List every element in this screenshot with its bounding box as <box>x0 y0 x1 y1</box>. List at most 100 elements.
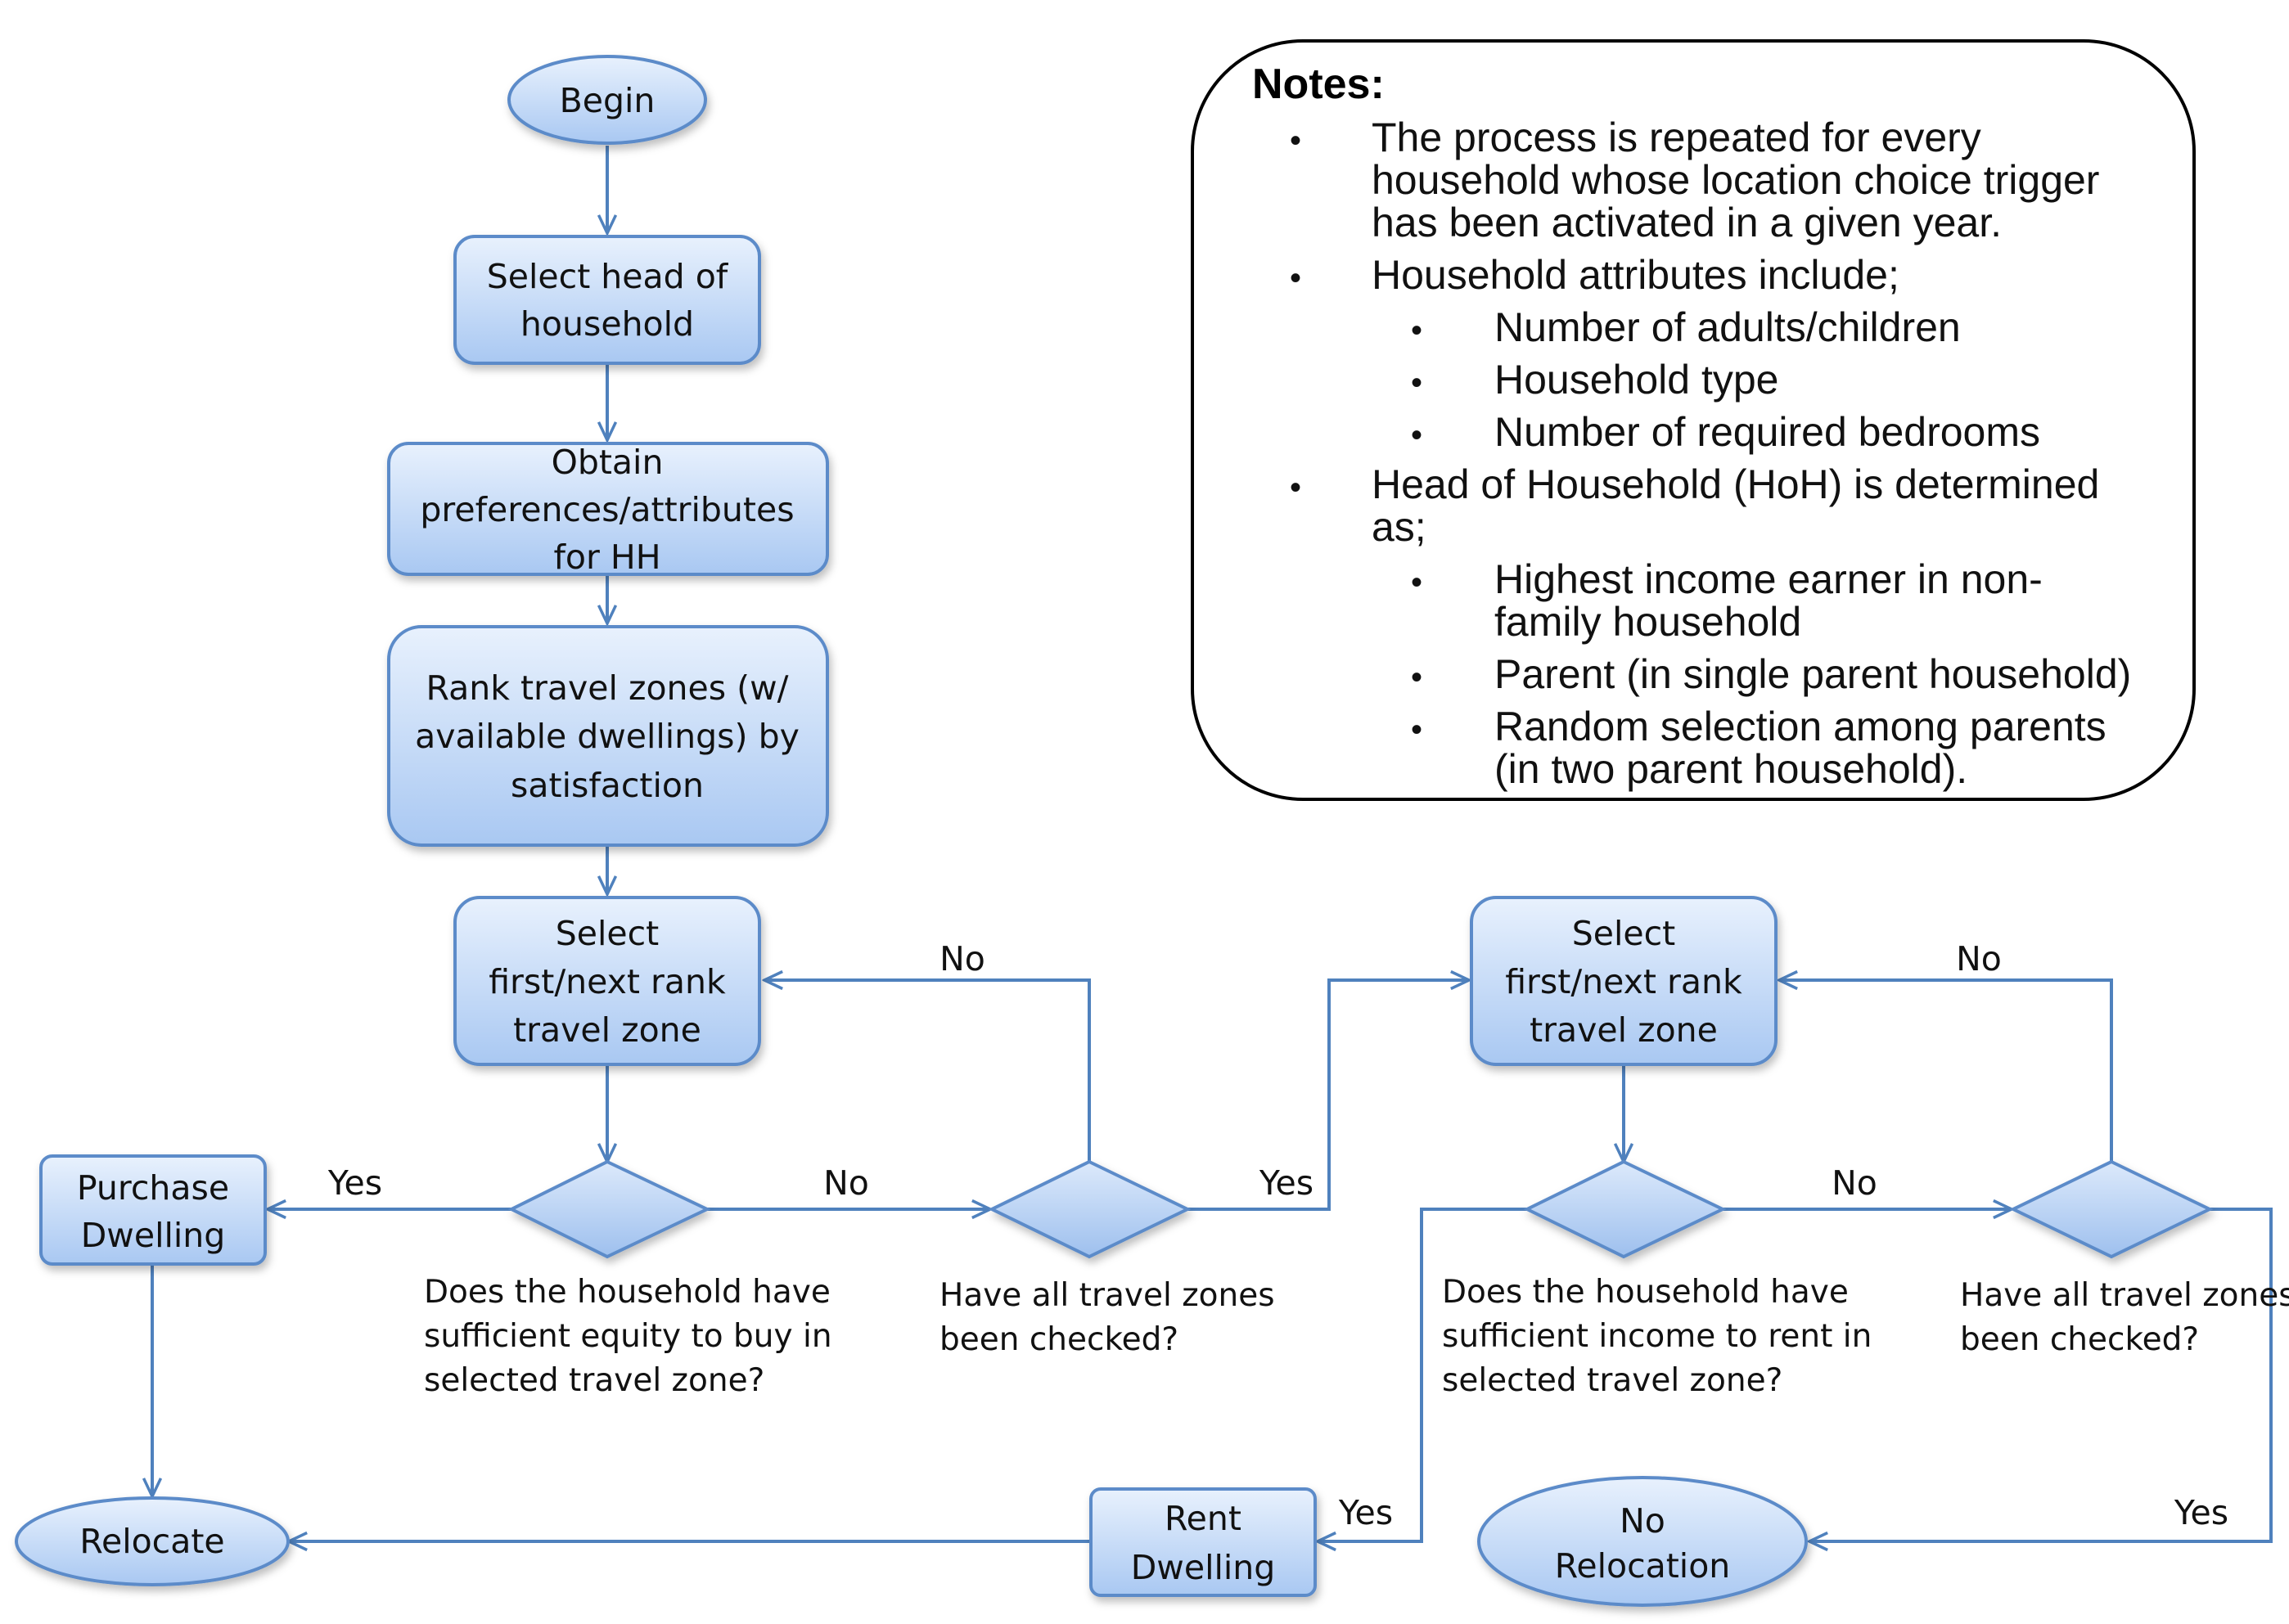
notes-item-6-line-1: Head of Household (HoH) is determined <box>1372 461 2099 507</box>
notes-bullet-icon: • <box>1411 365 1422 401</box>
begin-ellipse <box>507 55 707 145</box>
no-relocation-node[interactable]: No Relocation <box>1477 1476 1808 1607</box>
notes-item-6-line-2: as; <box>1372 504 1426 550</box>
obtain-line-3: for HH <box>553 538 660 577</box>
label-checked-rent-no: No <box>1956 939 2002 978</box>
rank-line-3: satisfaction <box>511 766 704 805</box>
checked-rent-question-line-2: been checked? <box>1960 1321 2199 1358</box>
edge-labels: Yes No No Yes No No Yes Yes <box>327 939 2228 1532</box>
obtain-preferences-box <box>387 442 829 576</box>
select-zone-buy-line-3: travel zone <box>513 1010 701 1050</box>
notes-bullet-icon: • <box>1411 417 1422 453</box>
rent-line-2: Dwelling <box>1131 1548 1276 1587</box>
notes-bullet-icon: • <box>1290 123 1301 159</box>
equity-question-line-3: selected travel zone? <box>424 1362 764 1399</box>
obtain-line-1: Obtain <box>552 443 664 482</box>
relocate-label: Relocate <box>79 1522 224 1561</box>
begin-node[interactable]: Begin <box>507 55 707 145</box>
label-income-no: No <box>1832 1163 1877 1203</box>
checked-buy-question-line-2: been checked? <box>939 1321 1178 1358</box>
rank-line-1: Rank travel zones (w/ <box>426 668 789 708</box>
notes-item-5-line-1: Number of required bedrooms <box>1494 409 2040 455</box>
all-checked-buy-diamond <box>988 1159 1192 1259</box>
notes-item-4-line-1: Household type <box>1494 357 1778 403</box>
income-question-line-3: selected travel zone? <box>1442 1362 1782 1399</box>
rent-line-1: Rent <box>1165 1499 1241 1538</box>
label-checked-buy-yes: Yes <box>1259 1163 1313 1203</box>
equity-question-line-1: Does the household have <box>424 1274 831 1311</box>
rent-dwelling-node[interactable]: Rent Dwelling <box>1089 1487 1317 1597</box>
notes-bullet-icon: • <box>1290 470 1301 506</box>
label-checked-rent-yes: Yes <box>2174 1493 2228 1532</box>
notes-item-1-line-2: household whose location choice trigger <box>1372 157 2099 203</box>
no-relocation-line-1: No <box>1620 1501 1665 1541</box>
rank-line-2: available dwellings) by <box>415 717 800 756</box>
select-zone-rent-line-3: travel zone <box>1530 1010 1718 1050</box>
select-head-line-1: Select head of <box>487 257 729 296</box>
equity-question-line-2: sufficient equity to buy in <box>424 1318 832 1355</box>
label-checked-buy-no: No <box>939 939 985 978</box>
income-question-line-2: sufficient income to rent in <box>1442 1318 1872 1355</box>
select-zone-rent-line-2: first/next rank <box>1505 962 1742 1001</box>
edge-checked-buy-no-loop <box>764 980 1091 1162</box>
all-checked-buy-decision[interactable]: Have all travel zones been checked? <box>939 1159 1275 1358</box>
notes-item-1-line-3: has been activated in a given year. <box>1372 200 2002 245</box>
obtain-preferences-node[interactable]: Obtain preferences/attributes for HH <box>387 442 829 577</box>
notes-bullet-icon: • <box>1411 313 1422 349</box>
equity-decision[interactable]: Does the household have sufficient equit… <box>424 1159 832 1399</box>
checked-rent-question-line-1: Have all travel zones <box>1960 1277 2289 1314</box>
select-head-node[interactable]: Select head of household <box>453 235 761 365</box>
notes-item-2-line-1: Household attributes include; <box>1372 252 1899 298</box>
purchase-line-2: Dwelling <box>81 1216 226 1255</box>
purchase-dwelling-node[interactable]: Purchase Dwelling <box>39 1154 267 1266</box>
select-zone-buy-line-1: Select <box>556 914 659 953</box>
edge-checked-rent-yes-to-no-relocation <box>1809 1208 2273 1541</box>
select-head-line-2: household <box>520 304 694 344</box>
notes-item-8-line-1: Parent (in single parent household) <box>1494 651 2131 697</box>
label-equity-yes: Yes <box>327 1163 382 1203</box>
purchase-dwelling-box <box>39 1154 267 1266</box>
edge-income-yes-to-rent <box>1318 1208 1527 1541</box>
label-income-yes: Yes <box>1338 1493 1393 1532</box>
no-relocation-ellipse <box>1477 1476 1808 1607</box>
income-decision[interactable]: Does the household have sufficient incom… <box>1442 1159 1872 1399</box>
label-equity-no: No <box>823 1163 869 1203</box>
all-checked-rent-diamond <box>2009 1159 2214 1259</box>
select-head-box <box>453 235 761 365</box>
notes-item-9-line-2: (in two parent household). <box>1494 746 1967 792</box>
notes-bullet-icon: • <box>1411 659 1422 695</box>
notes-box <box>1191 39 2196 801</box>
select-zone-rent-line-1: Select <box>1572 914 1675 953</box>
notes-item-7-line-1: Highest income earner in non- <box>1494 556 2043 602</box>
income-question-line-1: Does the household have <box>1442 1274 1849 1311</box>
notes-panel: Notes: • The process is repeated for ever… <box>1191 39 2196 801</box>
notes-item-1-line-1: The process is repeated for every <box>1372 115 1981 160</box>
no-relocation-line-2: Relocation <box>1555 1546 1731 1586</box>
relocate-ellipse <box>15 1496 290 1586</box>
begin-label: Begin <box>560 81 656 120</box>
notes-title: Notes: <box>1252 61 1385 108</box>
select-zone-buy-line-2: first/next rank <box>489 962 726 1001</box>
rent-dwelling-box <box>1089 1487 1317 1597</box>
notes-item-3-line-1: Number of adults/children <box>1494 304 1961 350</box>
notes-item-7-line-2: family household <box>1494 599 1801 645</box>
select-zone-buy-node[interactable]: Select first/next rank travel zone <box>453 896 761 1066</box>
rank-zones-node[interactable]: Rank travel zones (w/ available dwelling… <box>387 625 829 847</box>
rank-zones-box <box>387 625 829 847</box>
all-checked-rent-decision[interactable]: Have all travel zones been checked? <box>1960 1159 2289 1358</box>
notes-list: • The process is repeated for everyhouseh… <box>1290 115 2131 792</box>
relocate-node[interactable]: Relocate <box>15 1496 290 1586</box>
income-diamond <box>1523 1159 1727 1259</box>
connectors <box>152 146 2273 1541</box>
edge-checked-rent-no-loop <box>1779 980 2113 1162</box>
select-zone-rent-node[interactable]: Select first/next rank travel zone <box>1470 896 1778 1066</box>
purchase-line-1: Purchase <box>77 1168 229 1208</box>
notes-bullet-icon: • <box>1411 712 1422 748</box>
select-zone-buy-box <box>453 896 761 1066</box>
checked-buy-question-line-1: Have all travel zones <box>939 1277 1275 1314</box>
obtain-line-2: preferences/attributes <box>420 490 794 529</box>
equity-diamond <box>507 1159 711 1259</box>
notes-item-9-line-1: Random selection among parents <box>1494 704 2107 749</box>
select-zone-rent-box <box>1470 896 1778 1066</box>
